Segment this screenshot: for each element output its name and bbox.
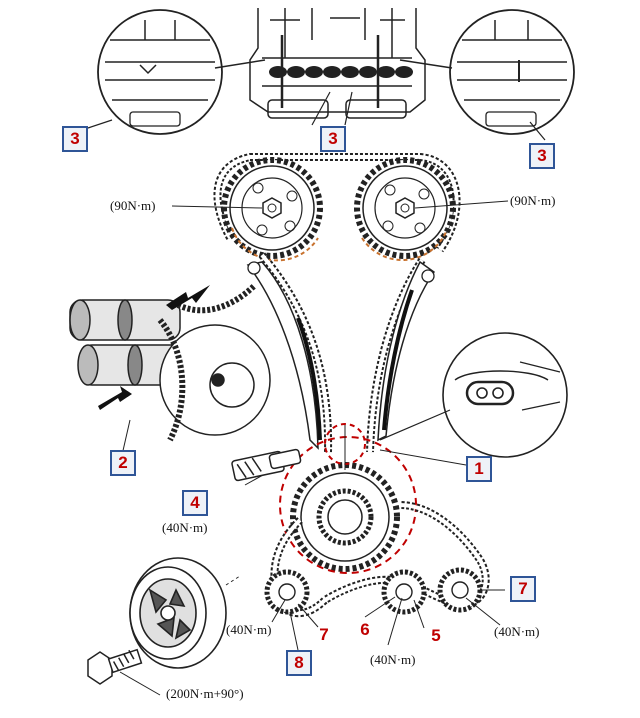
torque-idler-left: (40N·m) <box>226 622 272 637</box>
detail-circle-right <box>449 9 575 135</box>
callout-8: 8 <box>286 650 312 676</box>
crank-pulley <box>129 557 227 669</box>
callout-7-left: 7 <box>319 625 329 644</box>
callout-6: 6 <box>360 620 370 639</box>
callout-4: 4 <box>182 490 208 516</box>
torque-crank-sensor: (40N·m) <box>162 520 208 535</box>
torque-idler-right: (40N·m) <box>494 624 540 639</box>
arrow-icon <box>98 285 210 410</box>
idler-left <box>264 569 310 615</box>
crank-position-sensor <box>231 448 302 482</box>
torque-idler-middle: (40N·m) <box>370 652 416 667</box>
cylinder-head <box>249 8 426 119</box>
cam-sprocket-right <box>354 157 456 261</box>
callout-3-center: 3 <box>320 126 346 152</box>
crank-sprocket <box>290 462 400 572</box>
crank-bolt <box>87 648 143 685</box>
idler-middle <box>381 569 427 615</box>
callout-3-right: 3 <box>529 143 555 169</box>
callout-7-right: 7 <box>510 576 536 602</box>
detail-circle-left <box>97 9 223 135</box>
callout-1: 1 <box>466 456 492 482</box>
crank-highlight-dashed <box>279 436 417 574</box>
chain-guide-left <box>246 261 319 450</box>
torque-cam-left: (90N·m) <box>110 198 156 213</box>
callout-5: 5 <box>431 626 441 645</box>
callout-2: 2 <box>110 450 136 476</box>
torque-crank-bolt: (200N·m+90°) <box>166 686 244 701</box>
callout-3-left: 3 <box>62 126 88 152</box>
camshaft-row <box>269 66 413 78</box>
camshaft-phaser-detail <box>69 282 271 442</box>
torque-cam-right: (90N·m) <box>510 193 556 208</box>
sensor-detail-circle <box>442 332 568 458</box>
cam-sprocket-left <box>221 157 323 262</box>
